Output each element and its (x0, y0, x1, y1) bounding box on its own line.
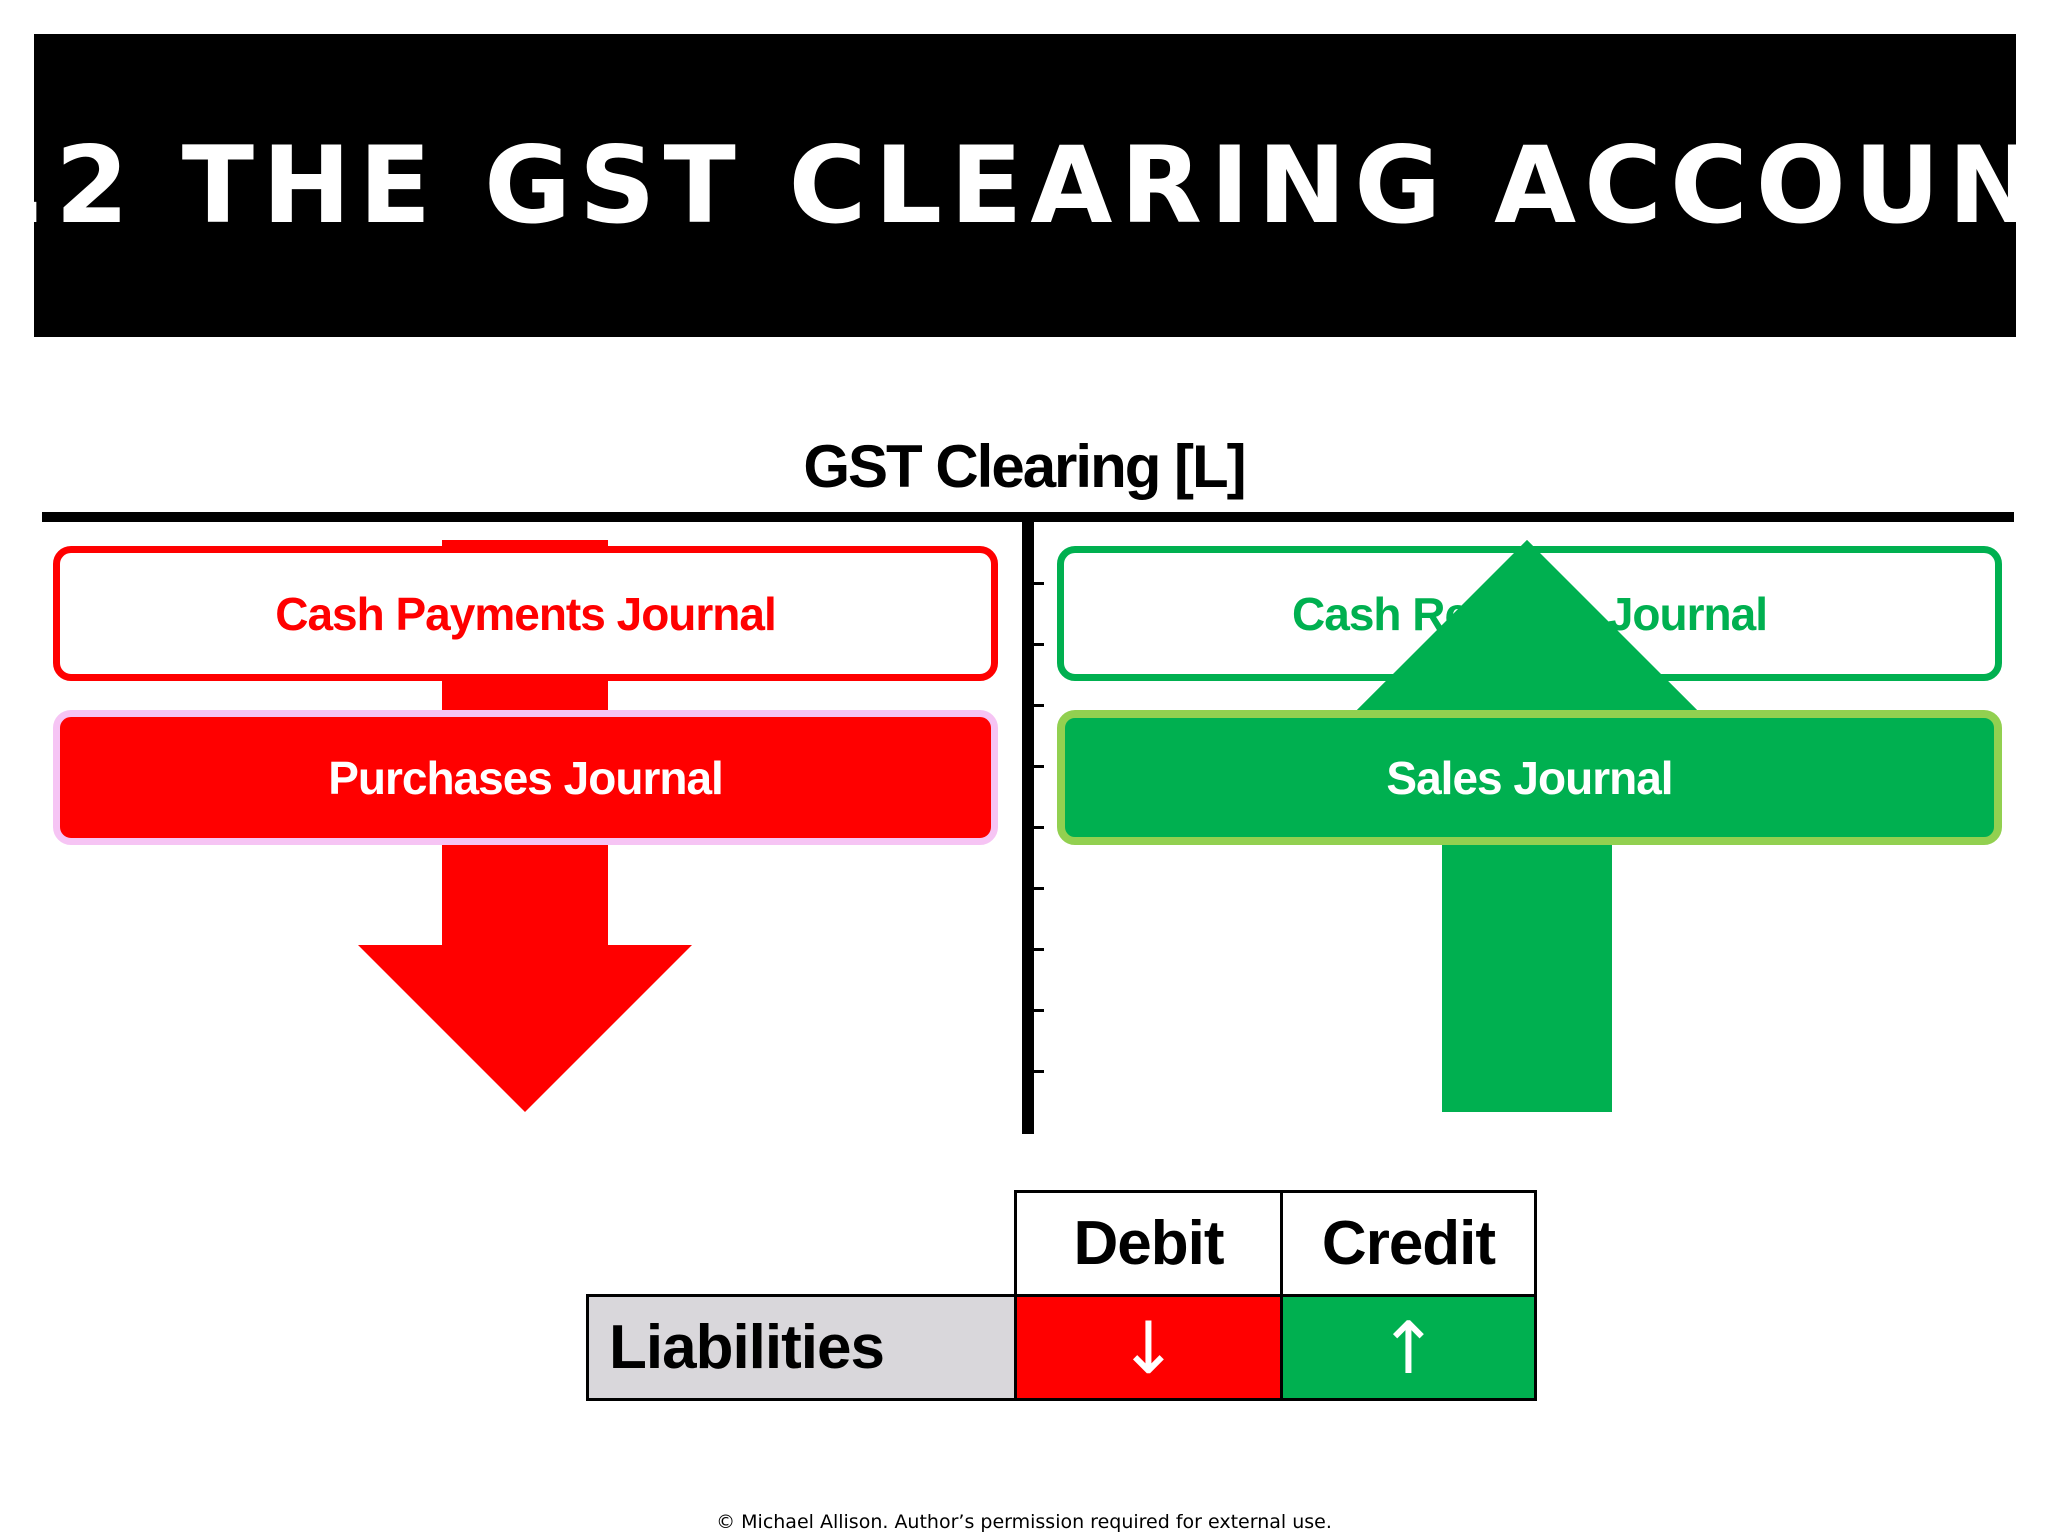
t-line-tick (1034, 948, 1044, 951)
t-line-tick (1034, 887, 1044, 890)
debit-credit-legend: Debit Credit Liabilities ↓ ↑ (586, 1190, 1537, 1401)
t-line-tick (1034, 643, 1044, 646)
t-line-tick (1034, 1070, 1044, 1073)
t-account-name: GST Clearing [L] (803, 433, 1246, 500)
sales-journal-box: Sales Journal (1057, 710, 2002, 845)
sales-journal-label: Sales Journal (1386, 751, 1673, 804)
cash-payments-journal-label: Cash Payments Journal (275, 587, 777, 640)
copyright-footer: © Michael Allison. Author’s permission r… (716, 1511, 1332, 1533)
t-account-top-line (42, 512, 2014, 522)
cash-payments-journal-box: Cash Payments Journal (53, 546, 998, 681)
t-line-tick (1034, 765, 1044, 768)
t-line-tick (1034, 704, 1044, 707)
legend-header-credit: Credit (1280, 1190, 1537, 1297)
legend-header-debit: Debit (1014, 1190, 1283, 1297)
legend-credit-up-arrow-icon: ↑ (1280, 1294, 1537, 1401)
legend-debit-down-arrow-icon: ↓ (1014, 1294, 1283, 1401)
legend-corner (588, 1192, 1016, 1296)
credit-up-arrow-head (1357, 540, 1697, 710)
slide-title: 8.2 THE GST CLEARING ACCOUNT (0, 124, 2048, 247)
t-line-tick (1034, 582, 1044, 585)
purchases-journal-label: Purchases Journal (328, 751, 724, 804)
t-account-center-line (1022, 522, 1034, 1134)
t-line-tick (1034, 1009, 1044, 1012)
legend-row-liabilities: Liabilities (586, 1294, 1017, 1401)
t-line-tick (1034, 826, 1044, 829)
title-bar: 8.2 THE GST CLEARING ACCOUNT (0, 34, 2048, 337)
purchases-journal-box: Purchases Journal (53, 710, 998, 845)
